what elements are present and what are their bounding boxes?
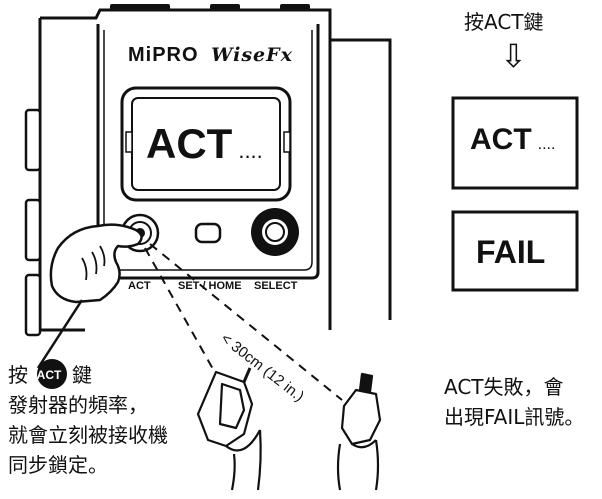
fail-caption: ACT失敗，會 出現FAIL訊號。: [444, 372, 584, 432]
set-home-button-label: SET / HOME: [178, 280, 242, 292]
act-badge: ACT: [36, 368, 62, 382]
act-display-box: [451, 96, 579, 190]
top-clip: [110, 4, 310, 10]
signal-lines: [144, 243, 343, 401]
press-text: 按: [8, 363, 28, 387]
select-knob: [251, 208, 299, 256]
key-text: 鍵: [72, 363, 92, 387]
down-arrow-icon: ⇩: [500, 37, 527, 75]
side-tabs: [24, 108, 42, 337]
set-home-button: [194, 222, 222, 244]
act-display-dots: ....: [537, 136, 556, 153]
pressing-hand: [49, 223, 143, 304]
caption-line1: 按 ACT 鍵: [8, 360, 168, 390]
fail-caption-line2: 出現FAIL訊號。: [444, 405, 585, 429]
handheld-transmitter: [336, 372, 382, 491]
bodypack-transmitter: [196, 367, 262, 491]
brand-logo: MiPRO WiseFx: [128, 44, 293, 66]
instruction-text: 按ACT鍵: [464, 10, 544, 34]
caption-line4: 同步鎖定。: [8, 453, 108, 477]
act-button-label: ACT: [128, 280, 151, 292]
fail-display-box: [451, 210, 579, 292]
act-badge-circle: [37, 359, 67, 389]
lcd-frame: [120, 86, 292, 202]
left-caption: 按 ACT 鍵 發射器的頻率， 就會立刻被接收機 同步鎖定。: [8, 360, 168, 480]
model-logo: WiseFx: [211, 44, 293, 66]
act-display-text: ACT....: [470, 123, 556, 156]
caption-line3: 就會立刻被接收機: [8, 423, 168, 447]
lcd-display-text: ACT....: [146, 120, 263, 167]
select-button-label: SELECT: [254, 280, 298, 292]
fail-caption-line1: ACT失敗，會: [444, 375, 564, 399]
pointer-line: [36, 299, 84, 369]
lcd-dots: ....: [238, 138, 263, 163]
caption-line2: 發射器的頻率，: [8, 393, 148, 417]
fail-display-text: FAIL: [476, 234, 546, 270]
